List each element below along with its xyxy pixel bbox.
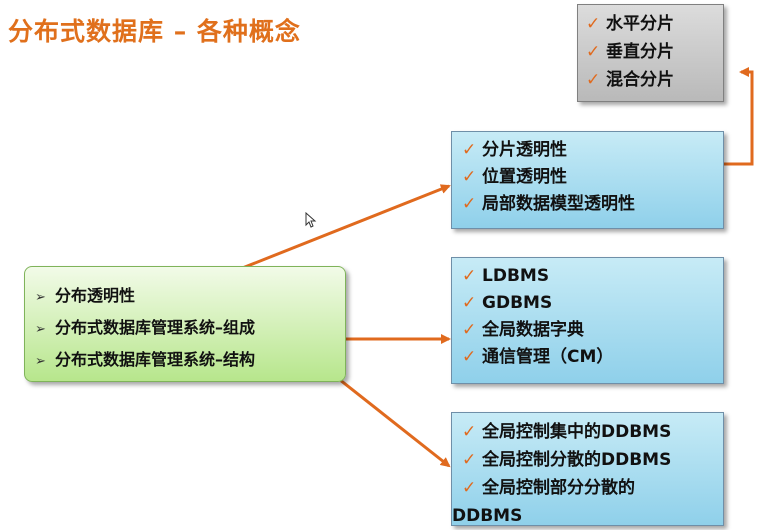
main-concepts-box: ➢分布透明性 ➢分布式数据库管理系统–组成 ➢分布式数据库管理系统–结构 [24,266,346,382]
check-icon: ✓ [462,478,477,498]
check-icon: ✓ [462,422,477,442]
list-item: ✓水平分片 [586,10,715,38]
check-icon: ✓ [462,167,477,187]
list-item: ✓混合分片 [586,66,715,94]
list-item: ✓全局控制分散的DDBMS [462,446,713,474]
list-item: ➢分布式数据库管理系统–组成 [35,313,335,345]
check-icon: ✓ [462,450,477,470]
list-item: ✓全局控制集中的DDBMS [462,418,713,446]
triangle-bullet-icon: ➢ [35,322,46,337]
check-icon: ✓ [462,266,477,286]
list-item: ✓GDBMS [462,290,713,317]
check-icon: ✓ [586,70,601,90]
list-item: ✓全局数据字典 [462,317,713,344]
check-icon: ✓ [462,140,477,160]
transparency-box: ✓分片透明性 ✓位置透明性 ✓局部数据模型透明性 [451,131,724,229]
list-item: ✓垂直分片 [586,38,715,66]
triangle-bullet-icon: ➢ [35,354,46,369]
structure-box: ✓全局控制集中的DDBMS ✓全局控制分散的DDBMS ✓全局控制部分分散的 D… [451,412,724,526]
check-icon: ✓ [462,194,477,214]
list-item: ✓全局控制部分分散的 [462,474,713,502]
fragment-types-box: ✓水平分片 ✓垂直分片 ✓混合分片 [577,4,724,102]
list-item: ✓分片透明性 [462,137,713,164]
mouse-cursor-icon [305,212,317,228]
list-item: ✓通信管理（CM） [462,344,713,371]
arrow-to-structure [329,370,451,468]
check-icon: ✓ [586,42,601,62]
list-item: ✓局部数据模型透明性 [462,191,713,218]
page-title: 分布式数据库 – 各种概念 [8,17,301,46]
list-item: ✓位置透明性 [462,164,713,191]
list-item: ➢分布透明性 [35,281,335,313]
list-item-continuation: DDBMS [452,506,523,526]
list-item: ➢分布式数据库管理系统–结构 [35,345,335,377]
triangle-bullet-icon: ➢ [35,290,46,305]
components-box: ✓LDBMS ✓GDBMS ✓全局数据字典 ✓通信管理（CM） [451,257,724,384]
check-icon: ✓ [462,293,477,313]
check-icon: ✓ [586,14,601,34]
check-icon: ✓ [462,320,477,340]
list-item: ✓LDBMS [462,263,713,290]
check-icon: ✓ [462,347,477,367]
